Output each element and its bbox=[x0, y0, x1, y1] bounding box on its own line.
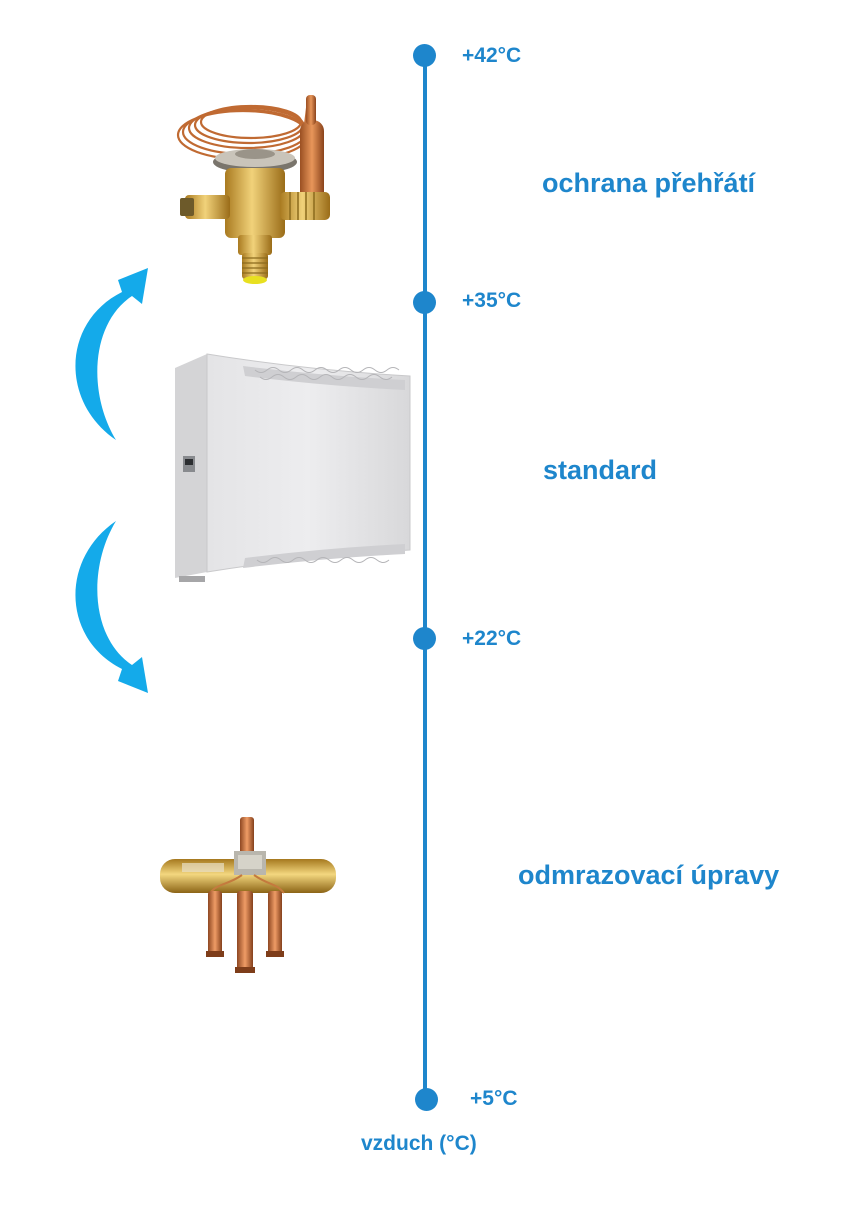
tick-dot-5 bbox=[415, 1088, 438, 1111]
tick-dot-42 bbox=[413, 44, 436, 67]
zone-label-overheat: ochrana přehřátí bbox=[542, 168, 756, 198]
reversing-valve-image bbox=[160, 817, 336, 973]
tick-label-22: +22°C bbox=[462, 627, 522, 650]
tick-dot-22 bbox=[413, 627, 436, 650]
arrow-down-icon bbox=[75, 521, 148, 693]
dehumidifier-unit-image bbox=[175, 353, 411, 582]
tick-label-35: +35°C bbox=[462, 289, 522, 312]
zone-label-defrost: odmrazovací úpravy bbox=[518, 860, 780, 890]
arrow-up-icon bbox=[75, 268, 148, 440]
axis-title: vzduch (°C) bbox=[361, 1132, 477, 1155]
tick-dot-35 bbox=[413, 291, 436, 314]
expansion-valve-image bbox=[176, 95, 330, 284]
tick-label-42: +42°C bbox=[462, 44, 522, 67]
tick-label-5: +5°C bbox=[470, 1087, 518, 1110]
temperature-axis-line bbox=[423, 55, 427, 1100]
zone-label-standard: standard bbox=[543, 455, 658, 485]
